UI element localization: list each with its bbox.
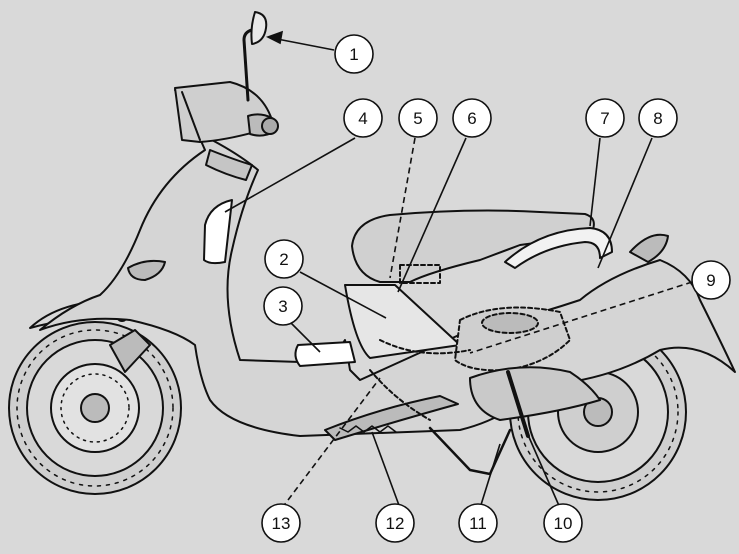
- transmission-cover: [469, 366, 601, 421]
- callout-label: 2: [279, 250, 288, 269]
- callout-6: 6: [452, 98, 492, 138]
- callout-label: 1: [349, 45, 358, 64]
- callout-label: 6: [467, 109, 476, 128]
- callout-label: 4: [358, 109, 367, 128]
- mirror: [250, 11, 268, 45]
- callout-label: 10: [554, 514, 573, 533]
- scooter-body: [8, 11, 736, 501]
- callout-7: 7: [585, 98, 625, 138]
- callout-12: 12: [375, 503, 415, 543]
- callout-9: 9: [691, 260, 731, 300]
- callout-11: 11: [458, 503, 498, 543]
- callout-5: 5: [398, 98, 438, 138]
- stand-spring: [339, 425, 397, 433]
- front-fork: [109, 329, 151, 373]
- front-shield: [39, 89, 736, 437]
- front-wheel: [8, 321, 182, 495]
- center-stand: [428, 426, 512, 476]
- callout-label: 13: [272, 514, 291, 533]
- callout-1: 1: [334, 34, 374, 74]
- callout-label: 12: [386, 514, 405, 533]
- side-reflector: [127, 259, 166, 281]
- callout-label: 3: [278, 297, 287, 316]
- callout-3: 3: [263, 286, 303, 326]
- leader-lines: [224, 30, 693, 509]
- callout-13: 13: [261, 503, 301, 543]
- callout-label: 5: [413, 109, 422, 128]
- footboard-highlight: [294, 341, 356, 367]
- callout-label: 9: [706, 271, 715, 290]
- callout-10: 10: [543, 503, 583, 543]
- callout-label: 8: [653, 109, 662, 128]
- callout-label: 11: [469, 514, 487, 533]
- kick-lever: [506, 370, 530, 438]
- grab-handle: [504, 227, 613, 269]
- callout-4: 4: [343, 98, 383, 138]
- callout-2: 2: [264, 239, 304, 279]
- side-cover-panel: [344, 284, 461, 359]
- callout-8: 8: [638, 98, 678, 138]
- callout-label: 7: [600, 109, 609, 128]
- tail-light: [629, 233, 669, 263]
- leg-shield-panel: [203, 199, 233, 265]
- callouts: 1 2 3 4 5 6 7 8: [261, 34, 731, 543]
- mirror-stem: [242, 28, 254, 102]
